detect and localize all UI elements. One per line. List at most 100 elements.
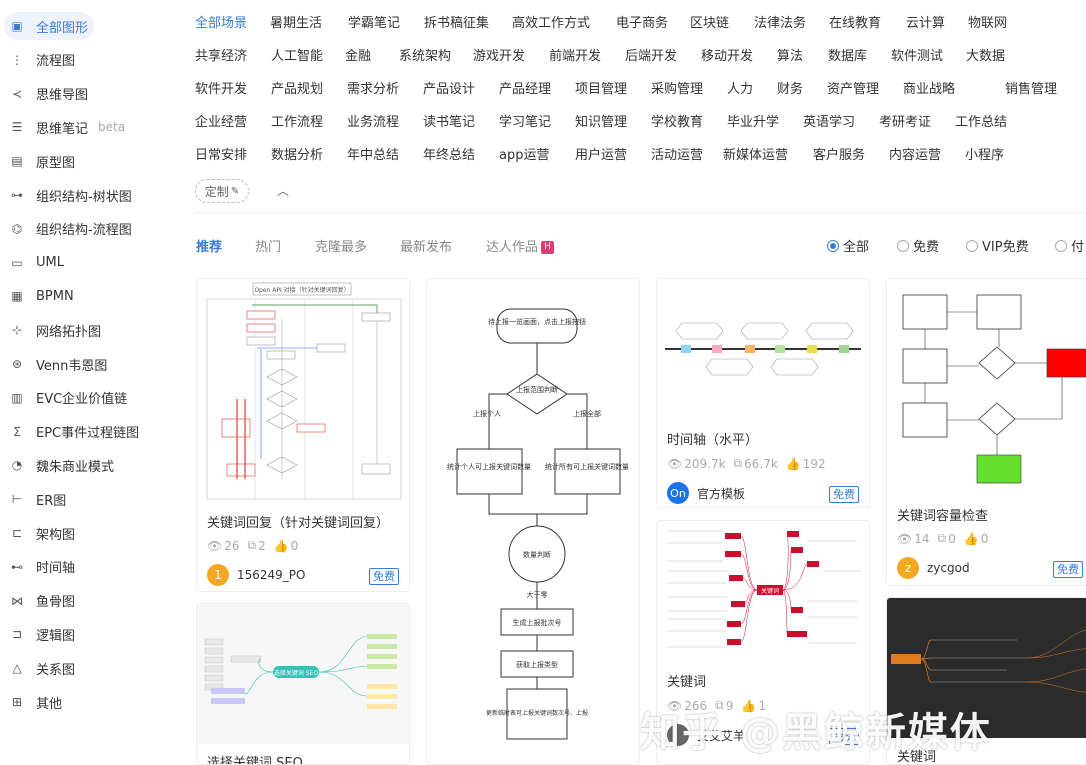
scene-tag[interactable]: 采购管理 [651,82,704,97]
card-title[interactable]: 关键词 [667,675,707,690]
scene-tag[interactable]: 考研考证 [879,115,932,130]
sidebar-item[interactable]: ▣全部图形 [4,12,94,40]
template-card[interactable]: 关键词 关键词 [656,520,870,765]
tab-hot[interactable]: 热门 [255,240,282,255]
card-title[interactable]: 关键词回复（针对关键词回复） [207,516,390,531]
scene-tag[interactable]: 人工智能 [271,49,324,64]
scene-tag[interactable]: 英语学习 [803,115,856,130]
scene-tag[interactable]: 共享经济 [195,49,248,64]
filter-free[interactable]: 免费 [897,236,939,255]
scene-tag[interactable]: 毕业升学 [727,115,780,130]
scene-tag[interactable]: 新媒体运营 [723,148,789,163]
scene-tag[interactable]: 业务流程 [347,115,400,130]
sidebar-item[interactable]: △关系图 [4,654,184,682]
scene-tag[interactable]: 法律法务 [754,16,807,31]
template-card[interactable]: 关键词容量检查 👁14 ⧉0 👍0 z zycgod 免费 [886,278,1086,586]
scene-tag[interactable]: 产品设计 [423,82,476,97]
tab-recommended[interactable]: 推荐 [196,240,223,255]
scene-tag[interactable]: 系统架构 [399,49,452,64]
template-card[interactable]: Open API 对接（针对关键词回复） [196,278,410,592]
scene-tag[interactable]: 资产管理 [827,82,880,97]
tab-latest[interactable]: 最新发布 [400,240,453,255]
scene-tag[interactable]: 年中总结 [347,148,400,163]
sidebar-item[interactable]: ⊛Venn韦恩图 [4,350,184,378]
scene-tag[interactable]: 游戏开发 [473,49,526,64]
card-title[interactable]: 关键词容量检查 [897,509,989,524]
scene-tag[interactable]: 拆书稿征集 [424,16,490,31]
sidebar-item[interactable]: ▦BPMN [4,282,184,310]
scene-tag[interactable]: 电子商务 [616,16,669,31]
scene-tag[interactable]: 读书笔记 [423,115,476,130]
card-author[interactable]: 艾艾艾羊 [667,724,745,746]
scene-tag[interactable]: 暑期生活 [270,16,323,31]
scene-tag[interactable]: 后端开发 [625,49,678,64]
sidebar-item[interactable]: ⊞其他 [4,688,184,716]
sidebar-item[interactable]: ▥EVC企业价值链 [4,384,184,412]
scene-tag[interactable]: 年终总结 [423,148,476,163]
template-card[interactable]: 时间轴（水平） 👁209.7k ⧉66.7k 👍192 On 官方模板 免费 [656,278,870,508]
scene-tag[interactable]: 云计算 [906,16,946,31]
sidebar-item[interactable]: ⋈鱼骨图 [4,587,184,615]
sidebar-item[interactable]: ⊷时间轴 [4,553,184,581]
filter-all[interactable]: 全部 [827,236,869,255]
scene-tag[interactable]: 用户运营 [575,148,628,163]
scene-tag[interactable]: 客户服务 [813,148,866,163]
card-title[interactable]: 选择关键词 SEO [207,756,303,765]
scene-tag[interactable]: 学校教育 [651,115,704,130]
tab-most-cloned[interactable]: 克隆最多 [315,240,368,255]
filter-vip-free[interactable]: VIP免费 [966,236,1029,255]
scene-tag[interactable]: 项目管理 [575,82,628,97]
sidebar-item[interactable]: ⊐逻辑图 [4,620,184,648]
template-card[interactable]: 选择关键词 SEO 选择关键词 SEO [196,603,410,765]
sidebar-item[interactable]: ◔魏朱商业模式 [4,451,184,479]
card-author[interactable]: 1 156249_PO [207,564,306,586]
scene-tag[interactable]: 工作流程 [271,115,324,130]
scene-tag[interactable]: 金融 [345,49,372,64]
scene-tag[interactable]: 知识管理 [575,115,628,130]
scene-tag[interactable]: 高效工作方式 [512,16,591,31]
scene-tag[interactable]: 企业经营 [195,115,248,130]
scene-tag[interactable]: 前端开发 [549,49,602,64]
scene-tag[interactable]: 产品规划 [271,82,324,97]
scene-tag[interactable]: 财务 [777,82,804,97]
scene-tag[interactable]: 移动开发 [701,49,754,64]
scene-tag[interactable]: 学习笔记 [499,115,552,130]
scene-tag[interactable]: app运营 [499,148,550,163]
scene-tag[interactable]: 全部场景 [195,16,248,31]
scene-tag[interactable]: 算法 [777,49,804,64]
template-card[interactable]: 待上报一览画面，点击上报按钮 上报范围判断 上报个人 上报全部 统计个人可上报关… [426,278,640,765]
scene-tag[interactable]: 物联网 [968,16,1008,31]
scene-tag[interactable]: 软件测试 [891,49,944,64]
card-author[interactable]: On 官方模板 [667,482,745,504]
scene-tag[interactable]: 人力 [727,82,754,97]
sidebar-item[interactable]: ⊹网络拓扑图 [4,316,184,344]
card-title[interactable]: 时间轴（水平） [667,433,759,448]
sidebar-item[interactable]: ≺思维导图 [4,80,184,108]
scene-tag[interactable]: 工作总结 [955,115,1008,130]
card-author[interactable]: z zycgod [897,557,970,579]
sidebar-item[interactable]: ⌬组织结构-流程图 [4,215,184,243]
scene-tag[interactable]: 区块链 [690,16,730,31]
scene-tag[interactable]: 活动运营 [651,148,704,163]
scene-tag[interactable]: 内容运营 [889,148,942,163]
scene-tag[interactable]: 大数据 [966,49,1006,64]
scene-tag[interactable]: 产品经理 [499,82,552,97]
scene-tag[interactable]: 商业战略 [903,82,956,97]
collapse-chevron-icon[interactable]: ︿ [277,184,290,198]
scene-tag[interactable]: 销售管理 [1005,82,1058,97]
customize-button[interactable]: 定制 ✎ [195,179,249,203]
sidebar-item[interactable]: ⊢ER图 [4,485,184,513]
scene-tag[interactable]: 软件开发 [195,82,248,97]
scene-tag[interactable]: 日常安排 [195,148,248,163]
scene-tag[interactable]: 学霸笔记 [348,16,401,31]
sidebar-item[interactable]: ⊶组织结构-树状图 [4,181,184,209]
scene-tag[interactable]: 数据库 [828,49,868,64]
sidebar-item[interactable]: ⊏架构图 [4,519,184,547]
scene-tag[interactable]: 小程序 [965,148,1005,163]
scene-tag[interactable]: 数据分析 [271,148,324,163]
scene-tag[interactable]: 在线教育 [829,16,882,31]
sidebar-item[interactable]: ▭UML [4,249,184,277]
